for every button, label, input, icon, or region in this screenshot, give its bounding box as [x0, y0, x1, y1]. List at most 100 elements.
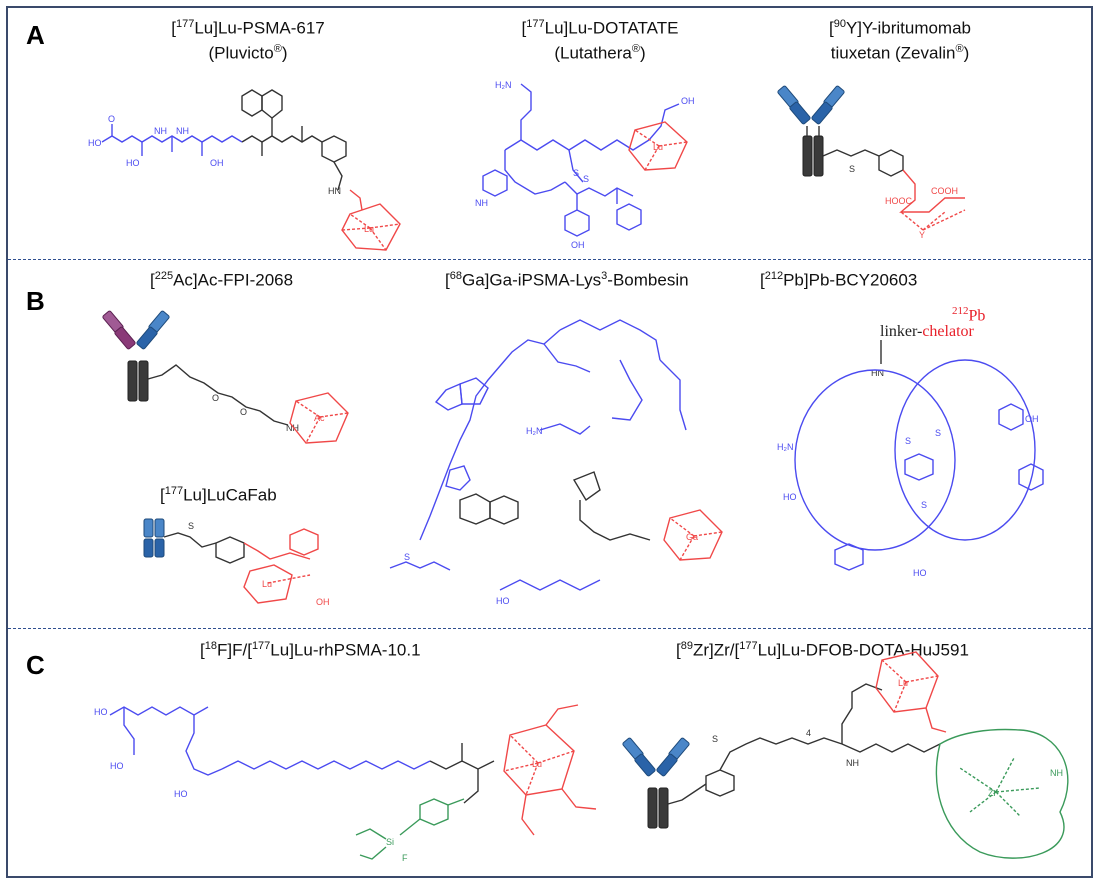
title-lu-psma-617: [177Lu]Lu-PSMA-617 (Pluvicto®) — [171, 18, 325, 63]
naphthyl-ring-2 — [241, 89, 263, 117]
isotope-sup: 18 — [204, 640, 217, 652]
atom-label: HO — [174, 789, 188, 799]
coordination-bond — [537, 750, 575, 764]
compound-name-tail: -Bombesin — [607, 270, 689, 290]
isotope-sup: 177 — [164, 485, 184, 497]
title-ac-fpi-2068: [225Ac]Ac-FPI-2068 — [150, 270, 294, 290]
thiourea-linker — [667, 783, 707, 805]
atom-label: HN — [871, 368, 884, 378]
registered-mark: ® — [955, 42, 964, 55]
pentyl-chain — [841, 743, 941, 753]
isotope-sup: 177 — [739, 640, 758, 652]
lys-linker — [659, 359, 687, 431]
atom-label: HO — [496, 596, 510, 606]
isotope-sup: 212 — [764, 270, 784, 282]
structure-dfob-dota-huj591: S 4 NH Lu Zr NH — [622, 651, 1069, 859]
compound-name: Pb]Pb-BCY20603 — [783, 270, 918, 290]
linker-chain — [241, 135, 323, 143]
dap-linker — [429, 760, 495, 770]
isotope-sup: 68 — [449, 270, 462, 282]
linker-chelator-annotation: linker-chelator — [880, 323, 974, 341]
atom-label: S — [188, 521, 194, 531]
coordination-bond — [893, 681, 907, 713]
metal-label: Zr — [988, 788, 997, 798]
atom-label: S — [712, 734, 718, 744]
figure-frame — [6, 6, 1093, 878]
fab-fragment-icon — [143, 518, 165, 558]
acetate-arm — [561, 788, 597, 810]
tbu-group — [355, 828, 387, 840]
structure-dotatate: H₂N NH OH S S OH Lu — [475, 80, 695, 250]
brand-name: (Lutathera — [554, 43, 632, 63]
dota-ring — [663, 509, 723, 561]
metal-label: Y — [919, 230, 925, 240]
benzoyl-ring — [419, 798, 449, 826]
atom-label: NH — [475, 198, 488, 208]
coordination-bond — [922, 209, 966, 231]
compound-name-tail: Lu]Lu-rhPSMA-10.1 — [270, 640, 421, 660]
coordination-bond — [525, 762, 539, 796]
acetate-arm — [925, 707, 947, 733]
panel-label-c: C — [26, 650, 45, 680]
panel-label-b: B — [26, 286, 45, 316]
atom-label: H₂N — [526, 426, 543, 436]
atom-label: S — [583, 174, 589, 184]
met-sidechain — [389, 561, 451, 571]
atom-label: OH — [210, 158, 224, 168]
panel-divider-ab — [8, 259, 1091, 260]
thiourea-linker — [163, 532, 217, 548]
naphthyl-ring-2 — [489, 495, 519, 525]
title-ga-ipsma-bombesin: [68Ga]Ga-iPSMA-Lys3-Bombesin — [445, 270, 689, 290]
disulfide-bridge — [568, 149, 584, 183]
isotope-sup: 177 — [251, 640, 271, 652]
coordination-bond — [658, 141, 688, 147]
phe-ring — [1018, 463, 1044, 491]
acetate-arm — [521, 794, 535, 836]
coordination-bond — [369, 223, 401, 229]
antibody-icon — [622, 737, 690, 829]
coordination-bond — [881, 659, 907, 683]
atom-label: OH — [681, 96, 695, 106]
indole-ring-2 — [434, 382, 463, 411]
gln-chain — [539, 423, 591, 435]
atom-label: O — [108, 114, 115, 124]
chelator-backbone — [243, 542, 311, 560]
metal-label: Lu — [898, 678, 908, 688]
atom-label: OH — [571, 240, 585, 250]
atom-label: S — [849, 164, 855, 174]
isotope-sup: 212 — [952, 305, 969, 317]
peptide-backbone — [419, 329, 561, 541]
indole-ring — [482, 169, 508, 197]
coordination-bond — [995, 787, 1041, 793]
coordination-bond — [900, 211, 924, 231]
mesitylene-core — [904, 453, 934, 481]
chelator-label: chelator — [922, 323, 974, 340]
benzyl-ring — [878, 149, 904, 177]
atom-label: Si — [386, 837, 394, 847]
atom-label: COOH — [931, 186, 958, 196]
cyclohexyl-ring — [321, 135, 347, 163]
atom-label: S — [404, 552, 410, 562]
title-lucafab: [177Lu]LuCaFab — [160, 485, 277, 505]
bond — [349, 189, 363, 211]
glu-sidechain — [123, 707, 135, 755]
coordination-bond — [905, 675, 939, 683]
compound-name-tail: Lu]Lu-DFOB-DOTA-HuJ591 — [757, 640, 969, 660]
benzyl-ring — [215, 536, 245, 564]
registered-mark: ® — [631, 42, 640, 55]
dtpa-chelator — [899, 169, 965, 213]
linker-chain — [719, 737, 843, 771]
atom-label: O — [240, 407, 247, 417]
atom-label: NH — [286, 423, 299, 433]
imidazole-ring — [445, 465, 471, 491]
atom-label: O — [212, 393, 219, 403]
bond — [333, 161, 343, 191]
tyr-ring — [564, 209, 590, 237]
tbu-group — [359, 846, 387, 860]
thr-sidechain — [648, 103, 680, 141]
compound-name: Ga]Ga-iPSMA-Lys — [461, 270, 602, 290]
metal-label: Ga — [686, 532, 698, 542]
atom-label: OH — [1025, 414, 1039, 424]
compound-name: Lu]Lu-PSMA-617 — [194, 18, 325, 38]
registered-mark: ® — [273, 42, 282, 55]
